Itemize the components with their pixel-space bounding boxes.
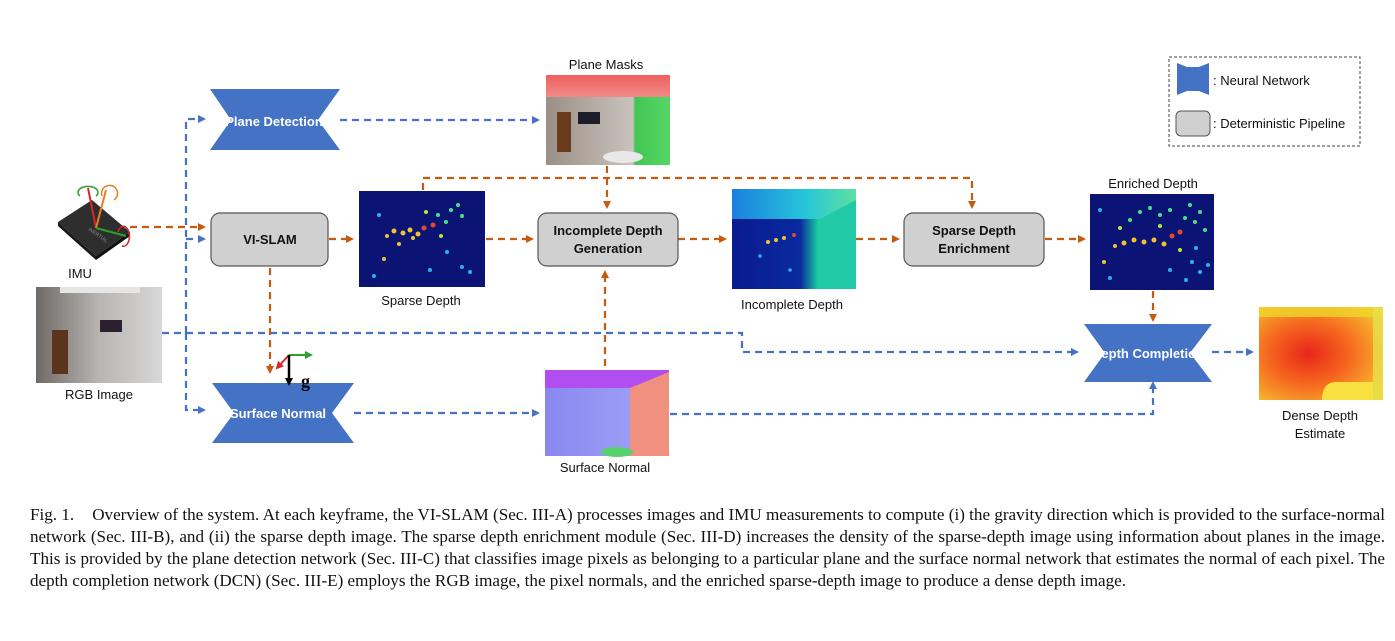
surface-normal-network bbox=[212, 383, 354, 443]
imu-label: IMU bbox=[68, 266, 92, 281]
enriched-depth-title: Enriched Depth bbox=[1108, 176, 1198, 191]
legend: : Neural Network : Deterministic Pipelin… bbox=[1168, 56, 1361, 147]
enriched-depth-image bbox=[1090, 194, 1214, 290]
surface-normal-image-title: Surface Normal bbox=[560, 460, 650, 475]
figure-caption: Fig. 1.Overview of the system. At each k… bbox=[30, 504, 1385, 592]
blue-connectors bbox=[162, 115, 1254, 417]
sparse-depth-title: Sparse Depth bbox=[381, 293, 461, 308]
vislam-label: VI-SLAM bbox=[243, 232, 296, 247]
legend-deterministic-label: : Deterministic Pipeline bbox=[1213, 116, 1345, 131]
dense-depth-title-2: Estimate bbox=[1295, 426, 1346, 441]
depth-completion-network bbox=[1084, 324, 1212, 382]
arrow-normal-image-to-depth-completion bbox=[670, 381, 1157, 416]
arrow-split-to-surface-normal bbox=[184, 333, 206, 414]
dense-depth-title-1: Dense Depth bbox=[1282, 408, 1358, 423]
caption-text: Overview of the system. At each keyframe… bbox=[30, 505, 1386, 590]
gravity-axes-icon bbox=[275, 351, 313, 386]
gravity-label: g bbox=[301, 371, 310, 391]
plane-masks-title: Plane Masks bbox=[569, 57, 644, 72]
arrow-sparse-depth-to-top-rail bbox=[421, 176, 976, 209]
imu-chip-image: INERTIAL bbox=[58, 184, 131, 260]
surface-normal-image bbox=[545, 370, 669, 457]
depth-completion-label: Depth Completion bbox=[1092, 346, 1204, 361]
incomplete-depth-image bbox=[732, 189, 856, 289]
plane-detection-network bbox=[210, 89, 340, 150]
incomplete-depth-title: Incomplete Depth bbox=[741, 297, 843, 312]
plane-detection-label: Plane Detection bbox=[225, 114, 323, 129]
vislam-box bbox=[210, 212, 329, 267]
figure-number: Fig. 1. bbox=[30, 505, 75, 524]
legend-deterministic-icon bbox=[1175, 110, 1211, 137]
surface-normal-network-label: Surface Normal bbox=[230, 406, 326, 421]
orange-connectors bbox=[130, 166, 1157, 374]
sparse-depth-enrichment-box bbox=[903, 212, 1045, 267]
legend-neural-network-icon bbox=[1177, 63, 1209, 95]
sparse-depth-enrichment-label-2: Enrichment bbox=[938, 241, 1010, 256]
sparse-depth-image bbox=[359, 191, 485, 287]
rgb-image bbox=[36, 287, 162, 383]
incomplete-depth-generation-label-1: Incomplete Depth bbox=[553, 223, 662, 238]
plane-masks-image bbox=[546, 75, 670, 165]
sparse-depth-enrichment-label-1: Sparse Depth bbox=[932, 223, 1016, 238]
incomplete-depth-generation-label-2: Generation bbox=[574, 241, 643, 256]
legend-neural-network-label: : Neural Network bbox=[1213, 73, 1310, 88]
dense-depth-image bbox=[1259, 307, 1383, 400]
rgb-label: RGB Image bbox=[65, 387, 133, 402]
incomplete-depth-generation-box bbox=[537, 212, 679, 267]
arrow-rgb-to-depth-completion bbox=[186, 331, 1079, 356]
